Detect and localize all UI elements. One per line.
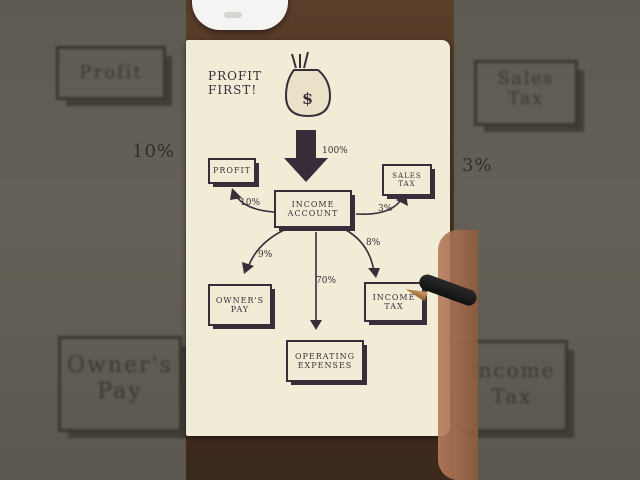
diagram-arrows: [230, 51, 408, 330]
sales-tax-box: Sales Tax: [382, 164, 432, 196]
profit-box: Profit: [208, 158, 256, 184]
blurred-profit-percent: 10%: [132, 141, 176, 162]
blurred-owners-pay-box: Owner's Pay: [58, 336, 182, 432]
blurred-profit-box: Profit: [56, 46, 166, 100]
owners-pay-percent: 9%: [258, 250, 273, 260]
blurred-sales-tax-percent: 3%: [462, 155, 493, 176]
money-bag-icon: [284, 51, 332, 118]
operating-percent: 70%: [316, 276, 337, 286]
blurred-sales-tax-box: Sales Tax: [474, 60, 578, 126]
down-arrow-icon: [284, 130, 328, 182]
top-percent: 100%: [322, 146, 348, 156]
blurred-right-panel: Sales Tax 3% Income Tax: [454, 0, 640, 480]
profit-percent: 10%: [240, 198, 261, 208]
airpods-case: [192, 0, 288, 30]
owners-pay-box: Owner's Pay: [208, 284, 272, 326]
operating-expenses-box: Operating Expenses: [286, 340, 364, 382]
income-tax-box: Income Tax: [364, 282, 424, 322]
blurred-left-panel: Profit 10% Owner's Pay: [0, 0, 186, 480]
blurred-income-tax-box: Income Tax: [456, 340, 568, 432]
hand: [438, 230, 478, 480]
income-account-box: Income Account: [274, 190, 352, 228]
income-tax-percent: 8%: [366, 238, 381, 248]
money-bag-symbol: $: [302, 89, 315, 108]
sales-tax-percent: 3%: [378, 204, 393, 214]
diagram-title: Profit First!: [208, 69, 263, 97]
